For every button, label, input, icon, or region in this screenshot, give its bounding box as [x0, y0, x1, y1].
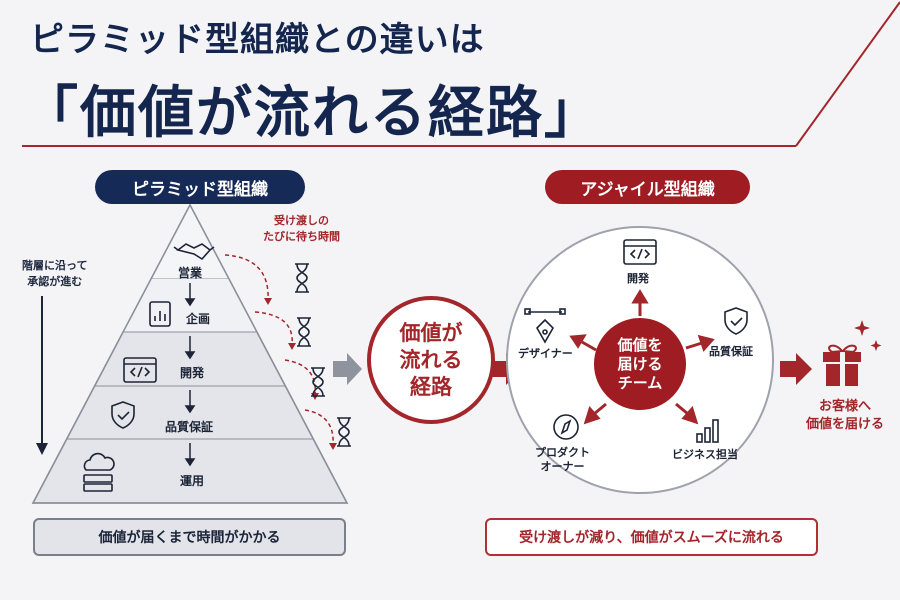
core-arrows [569, 289, 715, 425]
tier-label-sales: 営業 [178, 266, 203, 280]
compass-icon [553, 414, 579, 440]
role-label-business: ビジネス担当 [672, 448, 738, 461]
title-line1: ピラミッド型組織との違いは [30, 20, 485, 60]
hourglass-icon [311, 367, 325, 397]
tier-label-qa: 品質保証 [165, 420, 214, 434]
tier-label-operations: 運用 [180, 474, 205, 488]
approval-direction-arrow [36, 296, 48, 455]
agile-summary-box: 受け渡しが減り、価値がスムーズに流れる [485, 518, 818, 556]
tier-label-development: 開発 [180, 366, 205, 380]
shield-check-icon [111, 401, 135, 429]
tier-label-planning: 企画 [186, 312, 211, 326]
hourglass-icon [295, 263, 309, 293]
pyramid-flow-arrows [184, 283, 196, 467]
handoff-curves [224, 254, 334, 446]
approval-side-note: 階層に沿って 承認が進む [22, 259, 88, 288]
sparkle-icon [854, 320, 882, 351]
value-flow-circle: 価値が 流れる 経路 [367, 296, 495, 424]
gift-icon [823, 344, 861, 386]
hourglass-icon [297, 317, 311, 347]
shield-check-icon [724, 307, 748, 335]
hourglass-icon [337, 417, 351, 447]
role-label-product-owner: プロダクト オーナー [535, 446, 590, 473]
pyramid-label: ピラミッド型組織 [95, 170, 305, 204]
code-window-icon [623, 239, 657, 265]
cloud-server-icon [83, 452, 115, 492]
pyramid-summary-box: 価値が届くまで時間がかかる [33, 518, 346, 556]
pen-tool-icon [524, 308, 566, 344]
agile-label: アジャイル型組織 [545, 170, 750, 204]
role-label-designer: デザイナー [518, 347, 573, 360]
value-team-core: 価値を 届ける チーム [594, 318, 686, 410]
gray-arrow [333, 353, 362, 385]
role-label-qa: 品質保証 [709, 345, 753, 358]
bar-chart-icon [696, 419, 719, 443]
code-window-icon [123, 357, 157, 383]
report-chart-icon [149, 301, 171, 327]
title-line2: 「価値が流れる経路」 [22, 81, 602, 146]
handshake-icon [173, 243, 215, 261]
handoff-wait-note: 受け渡しの たびに待ち時間 [263, 214, 340, 243]
red-arrow-to-customer [780, 353, 812, 385]
role-label-development: 開発 [627, 272, 649, 285]
header-slash-line [795, 1, 900, 147]
customer-value-label: お客様へ 価値を届ける [805, 399, 884, 432]
